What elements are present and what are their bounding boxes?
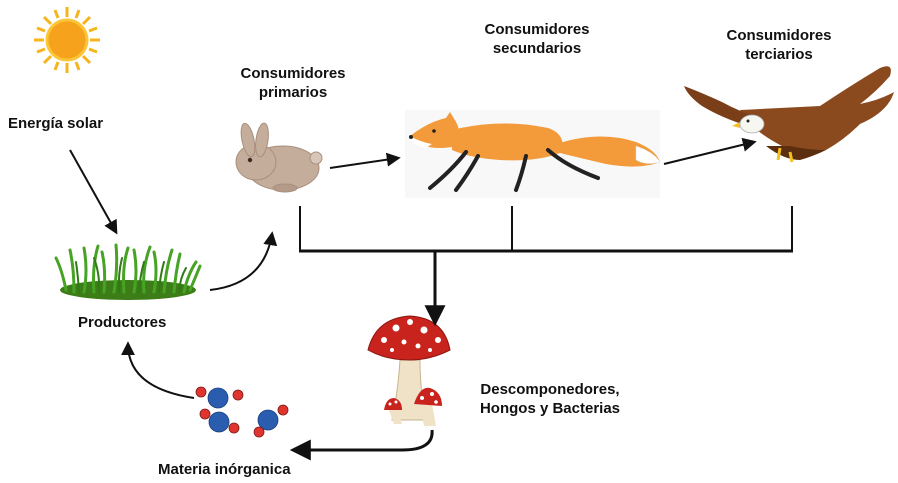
label-secondary-line2: secundarios (492, 40, 582, 57)
flow-arrows (69, 137, 757, 461)
label-decomposers-line2: Hongos y Bacterias (479, 400, 621, 417)
grass-icon (54, 243, 202, 300)
mushroom-icon (367, 315, 451, 426)
label-primary-line1: Consumidores (240, 65, 346, 82)
label-decomposers: Descomponedores, Hongos y Bacterias (462, 380, 638, 418)
label-tertiary-line2: terciarios (745, 46, 813, 63)
arrow-inorganic-to-producers (121, 341, 195, 399)
label-tertiary-line1: Consumidores (726, 27, 832, 44)
fox-icon (405, 110, 661, 198)
arrow-sun-to-producers (69, 149, 118, 235)
label-primary-consumers: Consumidores primarios (226, 64, 360, 102)
label-producers: Productores (78, 314, 167, 331)
arrow-decomposers-to-inorganic (289, 429, 434, 461)
molecules-icon (195, 386, 289, 438)
label-decomposers-line1: Descomponedores, (480, 381, 620, 398)
label-solar-energy: Energía solar (8, 115, 104, 132)
arrow-producers-to-primary (209, 231, 278, 291)
label-inorganic-matter: Materia inórganica (158, 461, 291, 478)
arrow-primary-to-secondary (329, 152, 401, 169)
decomposition-connector (299, 206, 793, 327)
eagle-icon (684, 66, 894, 163)
arrow-secondary-to-tertiary (663, 137, 757, 165)
label-tertiary-consumers: Consumidores terciarios (712, 26, 846, 64)
sun-icon (34, 7, 100, 73)
rabbit-icon (235, 122, 323, 193)
label-primary-line2: primarios (258, 84, 328, 101)
label-secondary-consumers: Consumidores secundarios (470, 20, 604, 58)
label-secondary-line1: Consumidores (484, 21, 590, 38)
